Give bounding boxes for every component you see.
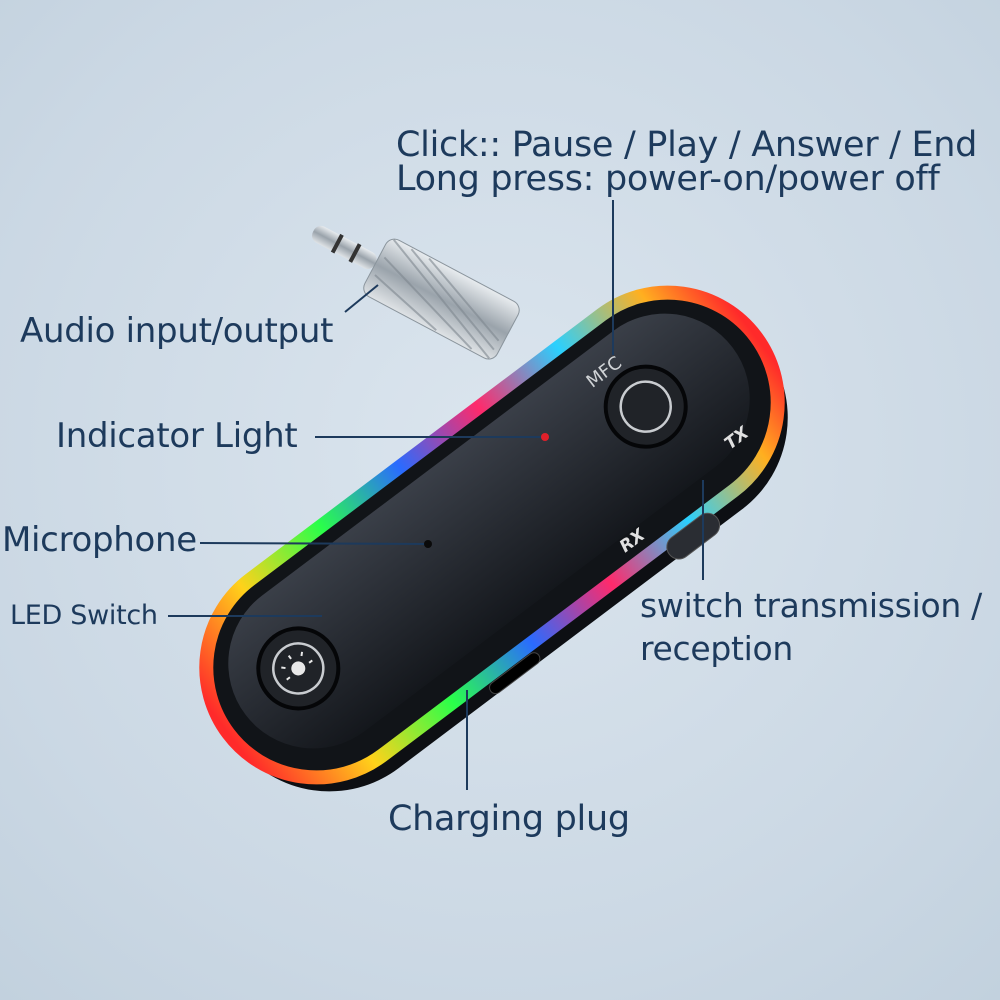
led-switch-label: LED Switch [10,600,158,631]
light-bulb-icon [281,651,313,681]
audio-jack [312,225,520,360]
microphone-label: Microphone [2,520,197,560]
long-press-function-label: Long press: power-on/power off [396,159,940,199]
switch-label-line1: switch transmission / [640,586,982,625]
mfc-button [603,364,688,449]
indicator-label: Indicator Light [56,416,298,456]
audio-leader-line [344,284,379,313]
switch-label-line2: reception [640,629,794,668]
microphone-dot [424,540,432,548]
audio-label: Audio input/output [20,311,334,351]
indicator-light-dot [541,433,549,441]
charging-label: Charging plug [388,799,630,839]
usb-c-port [489,652,541,695]
led-button [256,626,341,711]
rx-tx-slider [666,512,721,560]
click-function-label: Click:: Pause / Play / Answer / End [396,125,978,165]
microphone-leader-line [199,542,429,545]
